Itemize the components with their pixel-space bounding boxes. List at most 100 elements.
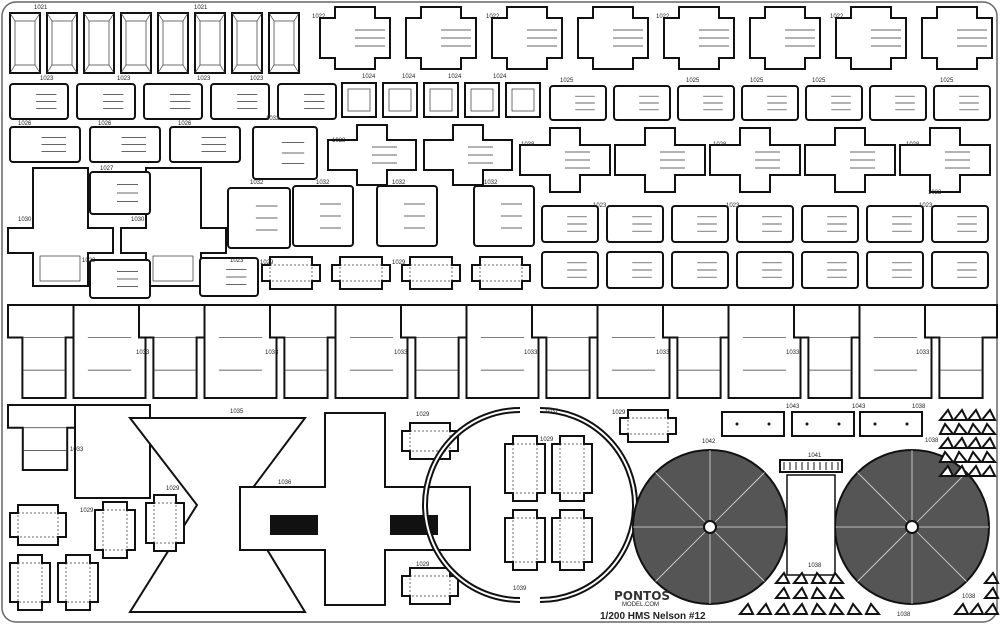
disc-spoke: [911, 526, 967, 582]
part-outline: [182, 64, 189, 74]
part-outline: [120, 12, 127, 22]
part-number-label: 1023: [593, 203, 607, 209]
part-outline: [65, 562, 91, 603]
part-1029-box: [401, 256, 461, 290]
part-1037-ring-inner: [424, 409, 521, 601]
part-number-label: 1037: [545, 409, 559, 415]
disc-spoke: [911, 472, 967, 528]
part-number-label: 1028: [332, 138, 346, 144]
part-number-label: 1024: [362, 74, 376, 80]
part-1038-bracket: [966, 450, 984, 463]
part-number-label: 1029: [416, 412, 430, 418]
part-outline: [88, 20, 110, 66]
part-1038-bracket: [982, 586, 1000, 599]
part-1038-bracket: [828, 571, 846, 584]
part-1038-bracket: [773, 571, 791, 584]
part-outline: [236, 20, 258, 66]
part-outline: [46, 12, 53, 22]
part-outline: [409, 264, 453, 282]
part-number-label: 1025: [560, 78, 574, 84]
part-outline: [145, 12, 152, 22]
part-1029-box: [9, 554, 51, 611]
part-1038-bracket: [938, 450, 956, 463]
part-1038-bracket: [965, 464, 983, 477]
part-outline: [102, 509, 128, 551]
part-number-label: 1033: [916, 350, 930, 356]
part-number-label: 1025: [812, 78, 826, 84]
part-outline: [388, 88, 412, 112]
part-1029-box: [9, 504, 67, 546]
part-1038-bracket: [951, 408, 969, 421]
part-1038-bracket: [937, 408, 955, 421]
part-1024-hatch: [505, 82, 541, 118]
part-1038-bracket: [737, 602, 755, 615]
part-1024-hatch: [464, 82, 500, 118]
part-outline: [268, 12, 275, 22]
part-outline: [34, 12, 41, 22]
part-1038-bracket: [810, 586, 828, 599]
part-1021-frame: [194, 12, 226, 74]
part-outline: [9, 64, 16, 74]
part-number-label: 1021: [194, 5, 208, 11]
part-outline: [256, 64, 263, 74]
part-1029-box: [471, 256, 531, 290]
part-outline: [153, 502, 177, 544]
plate-hole: [735, 422, 739, 426]
part-outline: [46, 64, 53, 74]
part-outline: [125, 20, 147, 66]
part-number-label: 1030: [131, 217, 145, 223]
part-number-label: 1024: [493, 74, 507, 80]
part-1029-box: [94, 501, 136, 559]
brand-sub: MODEL.COM: [622, 602, 659, 608]
part-1029-box: [331, 256, 391, 290]
part-1038-bracket: [773, 586, 791, 599]
part-number-label: 1033: [265, 350, 279, 356]
part-outline: [157, 12, 164, 22]
part-1038-bracket: [864, 602, 882, 615]
part-number-label: 1032: [392, 180, 406, 186]
plate-hole: [767, 422, 771, 426]
plate-hole: [837, 422, 841, 426]
part-1038-bracket: [938, 422, 956, 435]
part-1033-shield: [924, 304, 998, 399]
part-1024-hatch: [382, 82, 418, 118]
part-number-label: 1036: [278, 480, 292, 486]
part-1038-bracket: [952, 450, 970, 463]
part-1036-cross: [239, 412, 471, 606]
part-1038-bracket: [966, 422, 984, 435]
part-number-label: 1033: [786, 350, 800, 356]
part-1033-shield: [72, 304, 147, 399]
part-number-label: 1023: [197, 76, 211, 82]
plate-hole: [873, 422, 877, 426]
plate-hole: [805, 422, 809, 426]
part-number-label: 1024: [448, 74, 462, 80]
part-number-label: 1038: [808, 563, 822, 569]
part-outline: [9, 12, 16, 22]
part-1043-plate: [791, 411, 855, 437]
part-outline: [512, 443, 538, 494]
part-1038-bracket: [952, 422, 970, 435]
part-number-label: 1038: [962, 594, 976, 600]
part-outline: [145, 64, 152, 74]
part-number-label: 1024: [402, 74, 416, 80]
part-1033-shield: [596, 304, 671, 399]
part-1043-plate: [859, 411, 923, 437]
part-1021-frame: [9, 12, 41, 74]
part-number-label: 1022: [830, 14, 844, 20]
part-1038-bracket: [828, 586, 846, 599]
part-outline: [17, 562, 43, 603]
part-1038-bracket: [773, 602, 791, 615]
part-number-label: 1029: [612, 410, 626, 416]
part-1029-box: [504, 509, 546, 571]
part-outline: [559, 517, 585, 563]
part-number-label: 1022: [656, 14, 670, 20]
part-1037-ring-inner: [539, 409, 636, 601]
part-1029-box: [57, 554, 99, 611]
part-outline: [559, 443, 585, 494]
part-number-label: 1022: [312, 14, 326, 20]
part-outline: [512, 517, 538, 563]
part-number-label: 1026: [178, 121, 192, 127]
part-number-label: 1027: [100, 166, 114, 172]
part-number-label: 1023: [726, 203, 740, 209]
part-1038-bracket: [979, 464, 997, 477]
